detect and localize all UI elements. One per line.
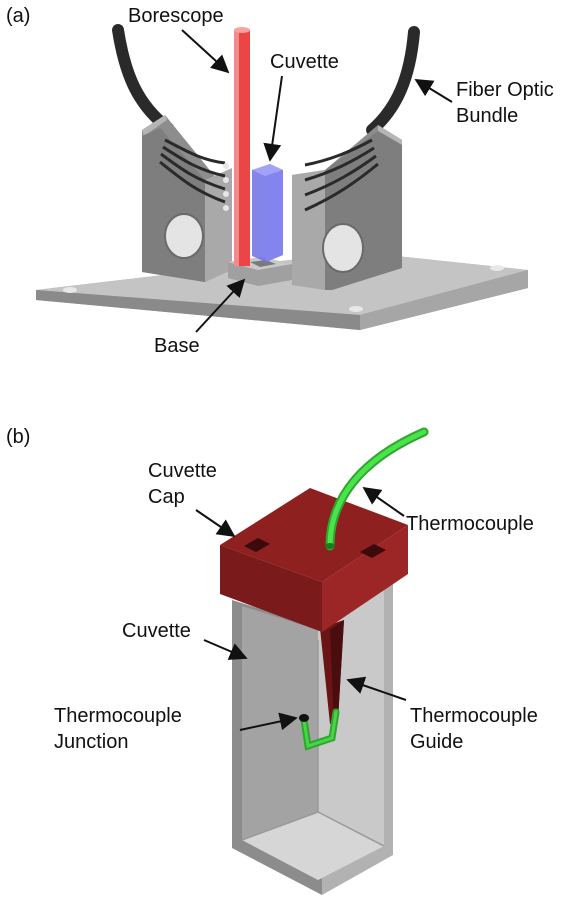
cuvette-b bbox=[232, 582, 393, 895]
borescope-arrow bbox=[181, 29, 230, 74]
borescope bbox=[234, 27, 250, 266]
cap-label-line1: Cuvette bbox=[148, 460, 217, 482]
guide-label-line1: Thermocouple bbox=[410, 705, 538, 727]
cuvette-a bbox=[252, 164, 283, 262]
panel-a-tag: (a) bbox=[6, 5, 30, 27]
panel-a: (a) bbox=[6, 5, 554, 357]
cuvette-b-arrow bbox=[203, 639, 248, 660]
base-arrow bbox=[195, 278, 246, 333]
fiber-bundle-label-line2: Bundle bbox=[456, 105, 518, 127]
left-holder bbox=[142, 115, 232, 282]
panel-b: (b) bbox=[6, 426, 538, 895]
fiber-bundle-label-line1: Fiber Optic bbox=[456, 79, 554, 101]
junction-label-line2: Junction bbox=[54, 731, 129, 753]
cuvette-cap bbox=[220, 488, 408, 632]
cuvette-a-arrow bbox=[263, 75, 283, 162]
guide-label-line2: Guide bbox=[410, 731, 463, 753]
mounting-plate bbox=[36, 252, 528, 330]
right-holder bbox=[292, 125, 402, 290]
fiber-optic-bundle bbox=[112, 24, 420, 136]
panel-b-tag: (b) bbox=[6, 426, 30, 448]
thermocouple-label: Thermocouple bbox=[406, 513, 534, 535]
thermocouple-wire bbox=[325, 427, 429, 551]
junction-arrow bbox=[239, 712, 298, 731]
cuvette-a-label: Cuvette bbox=[270, 51, 339, 73]
cap-arrow bbox=[195, 509, 236, 538]
base-label: Base bbox=[154, 335, 200, 357]
thermocouple-guide bbox=[320, 620, 344, 724]
guide-arrow bbox=[346, 676, 407, 701]
thermocouple-junction-wire bbox=[299, 708, 340, 751]
thermocouple-arrow bbox=[362, 486, 405, 517]
cap-label-line2: Cap bbox=[148, 486, 185, 508]
cuvette-b-label: Cuvette bbox=[122, 620, 191, 642]
junction-label-line1: Thermocouple bbox=[54, 705, 182, 727]
fiber-bundle-arrow bbox=[414, 79, 453, 103]
borescope-label: Borescope bbox=[128, 5, 224, 27]
